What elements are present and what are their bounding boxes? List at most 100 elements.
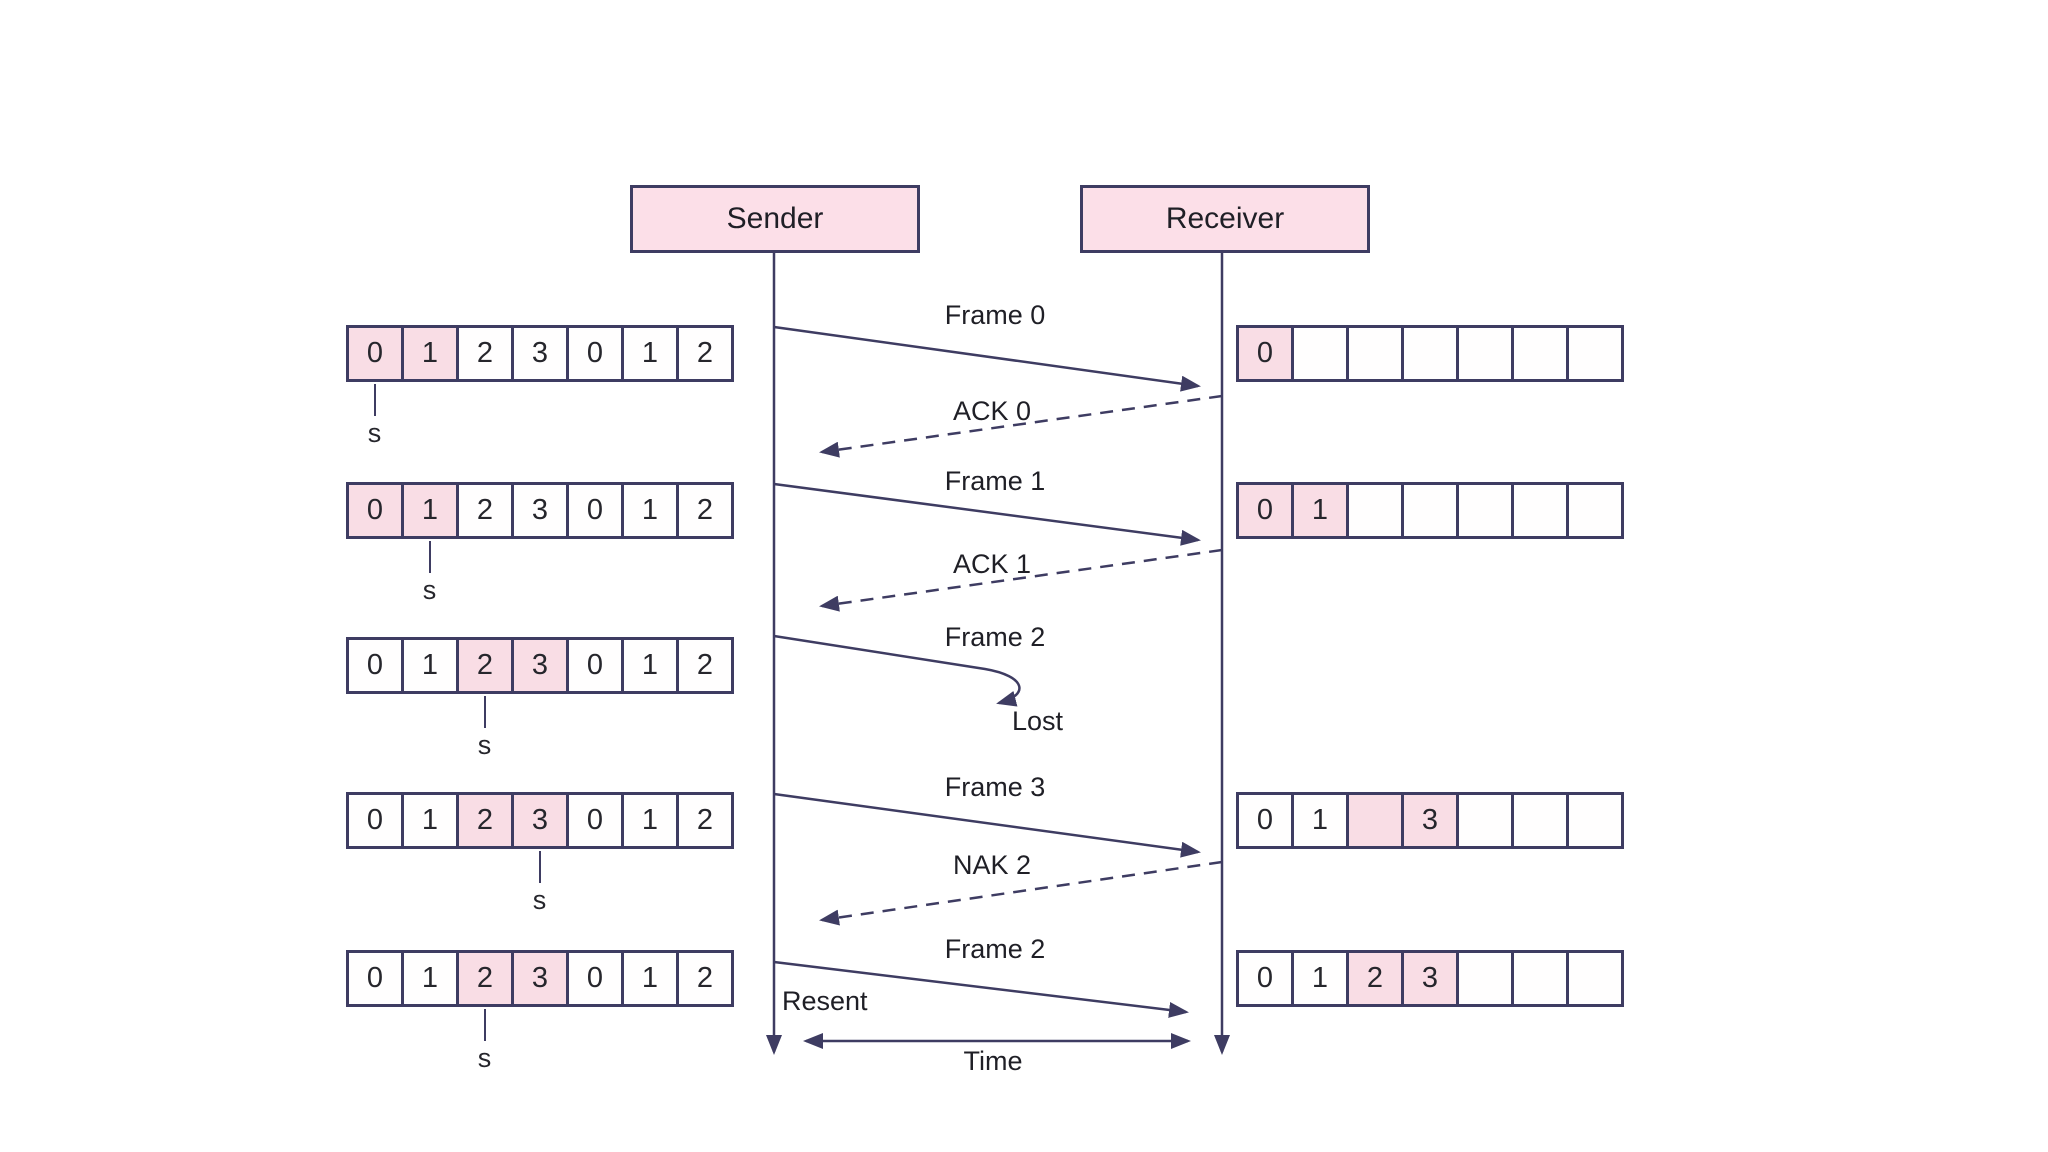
- window-cell: 2: [456, 637, 514, 694]
- lost-label: Lost: [1012, 706, 1064, 736]
- window-cell: 0: [346, 325, 404, 382]
- window-cell: 1: [621, 637, 679, 694]
- window-pointer-tick: [428, 541, 431, 573]
- window-cell: 1: [401, 637, 459, 694]
- time-label: Time: [963, 1046, 1023, 1076]
- window-cell: 1: [621, 950, 679, 1007]
- window-cell: [1456, 482, 1514, 539]
- window-cell: 3: [511, 950, 569, 1007]
- window-pointer-label: s: [477, 1043, 492, 1073]
- window-cell: [1401, 482, 1459, 539]
- window-cell: 0: [566, 637, 624, 694]
- window-pointer-label: s: [532, 885, 547, 915]
- receiver-window: 0: [1236, 325, 1624, 382]
- frame2-resent-arrow: [773, 960, 1189, 1018]
- window-cell: [1346, 482, 1404, 539]
- window-cell: 1: [621, 482, 679, 539]
- frame1-label: Frame 1: [944, 466, 1046, 496]
- window-cell: [1511, 950, 1569, 1007]
- frame3-label: Frame 3: [944, 772, 1046, 802]
- window-cell: 2: [456, 792, 514, 849]
- window-cell: 0: [566, 792, 624, 849]
- nak2-arrow: [819, 860, 1223, 926]
- window-cell: 3: [511, 792, 569, 849]
- window-cell: 1: [1291, 950, 1349, 1007]
- sender-label: Sender: [726, 202, 824, 235]
- window-cell: 3: [1401, 950, 1459, 1007]
- window-cell: 1: [1291, 482, 1349, 539]
- frame2-resent-label: Frame 2: [944, 934, 1046, 964]
- window-cell: 1: [401, 792, 459, 849]
- window-cell: [1401, 325, 1459, 382]
- window-cell: [1456, 325, 1514, 382]
- window-cell: 3: [1401, 792, 1459, 849]
- window-cell: 0: [346, 637, 404, 694]
- window-pointer-label: s: [422, 575, 437, 605]
- window-cell: 0: [346, 482, 404, 539]
- window-cell: [1346, 325, 1404, 382]
- window-cell: [1566, 950, 1624, 1007]
- resent-label: Resent: [782, 986, 868, 1016]
- window-cell: 2: [456, 482, 514, 539]
- window-cell: [1511, 792, 1569, 849]
- window-cell: [1456, 950, 1514, 1007]
- window-cell: 0: [346, 950, 404, 1007]
- ack0-arrow: [819, 394, 1223, 458]
- receiver-label: Receiver: [1165, 202, 1285, 235]
- window-pointer-tick: [483, 696, 486, 728]
- window-cell: [1566, 792, 1624, 849]
- window-cell: 2: [456, 950, 514, 1007]
- window-cell: 1: [621, 792, 679, 849]
- window-cell: 1: [401, 482, 459, 539]
- window-cell: 0: [1236, 482, 1294, 539]
- window-cell: [1291, 325, 1349, 382]
- window-cell: 1: [621, 325, 679, 382]
- ack0-label: ACK 0: [952, 396, 1032, 426]
- window-cell: 0: [1236, 792, 1294, 849]
- receiver-box: Receiver: [1080, 185, 1370, 253]
- window-cell: [1511, 482, 1569, 539]
- ack1-label: ACK 1: [952, 549, 1032, 579]
- window-cell: 1: [1291, 792, 1349, 849]
- window-cell: 1: [401, 325, 459, 382]
- window-pointer-tick: [483, 1009, 486, 1041]
- sender-box: Sender: [630, 185, 920, 253]
- window-cell: 1: [401, 950, 459, 1007]
- frame0-label: Frame 0: [944, 300, 1046, 330]
- frame2-lost-arrow: [773, 634, 1021, 707]
- window-cell: 0: [1236, 950, 1294, 1007]
- frame3-arrow: [773, 792, 1201, 858]
- window-cell: 2: [676, 950, 734, 1007]
- window-cell: 3: [511, 482, 569, 539]
- window-cell: 3: [511, 637, 569, 694]
- window-cell: 0: [1236, 325, 1294, 382]
- window-cell: 0: [566, 950, 624, 1007]
- window-cell: [1566, 482, 1624, 539]
- window-cell: 0: [566, 482, 624, 539]
- window-cell: 2: [676, 325, 734, 382]
- window-cell: 3: [511, 325, 569, 382]
- window-pointer-label: s: [367, 418, 382, 448]
- ack1-arrow: [819, 548, 1223, 612]
- window-cell: [1346, 792, 1404, 849]
- window-cell: [1566, 325, 1624, 382]
- window-cell: 2: [1346, 950, 1404, 1007]
- frame2-label: Frame 2: [944, 622, 1046, 652]
- window-pointer-tick: [538, 851, 541, 883]
- window-cell: 0: [346, 792, 404, 849]
- window-cell: 2: [676, 637, 734, 694]
- window-pointer-tick: [373, 384, 376, 416]
- frame1-arrow: [773, 482, 1201, 546]
- window-pointer-label: s: [477, 730, 492, 760]
- window-cell: 2: [676, 792, 734, 849]
- nak2-label: NAK 2: [952, 850, 1032, 880]
- window-cell: 0: [566, 325, 624, 382]
